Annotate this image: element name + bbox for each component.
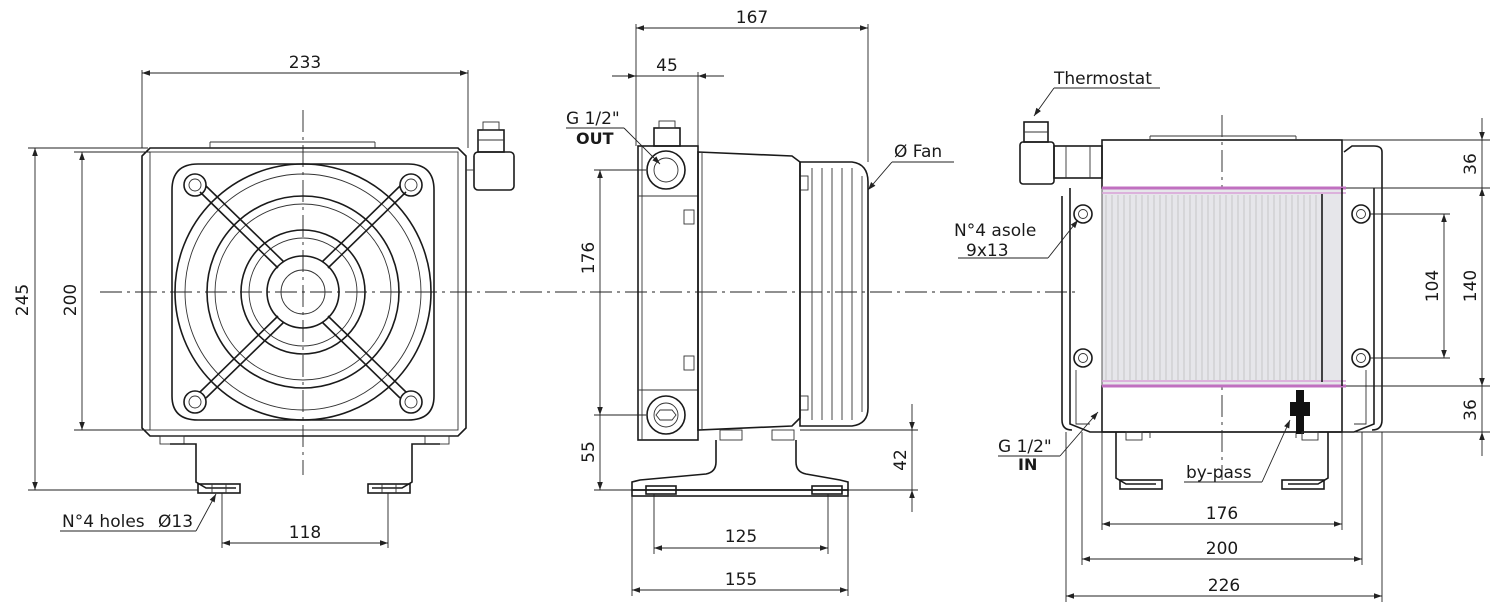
dim-side-base-width: 155 [725, 570, 757, 590]
label-holes: N°4 holes [62, 512, 145, 532]
dim-rear-core-width: 176 [1206, 504, 1238, 524]
dim-side-total-width: 167 [736, 8, 768, 28]
label-out-thread: G 1/2" [566, 109, 620, 129]
front-dimensions [28, 70, 469, 548]
dim-side-base-height: 55 [579, 441, 599, 463]
rear-dimensions [958, 87, 1490, 602]
dim-rear-frame-width: 200 [1206, 539, 1238, 559]
dim-front-width: 233 [289, 53, 321, 73]
front-view [141, 121, 515, 494]
dim-side-port-offset: 45 [656, 56, 678, 76]
dim-rear-bottom-margin: 36 [1461, 399, 1481, 421]
label-slots-size: 9x13 [966, 241, 1009, 261]
dim-rear-top-margin: 36 [1461, 153, 1481, 175]
dim-rear-total-width: 226 [1208, 576, 1240, 596]
dim-side-port-spacing: 176 [579, 242, 599, 274]
label-out: OUT [576, 129, 614, 148]
side-dimensions [566, 24, 954, 596]
label-slots: N°4 asole [954, 221, 1036, 241]
label-thermostat: Thermostat [1053, 69, 1152, 89]
rear-view [1019, 121, 1383, 490]
label-bypass: by-pass [1186, 463, 1252, 483]
label-in: IN [1018, 455, 1037, 474]
dim-rear-core-height: 140 [1461, 270, 1481, 302]
dim-rear-slot-spacing: 104 [1423, 270, 1443, 302]
dim-front-height-core: 200 [61, 284, 81, 316]
label-holes-diameter: Ø13 [158, 512, 193, 532]
side-view [631, 120, 869, 497]
dim-side-feet-spacing: 125 [725, 527, 757, 547]
dim-front-height-total: 245 [13, 284, 33, 316]
label-in-thread: G 1/2" [998, 437, 1052, 457]
dim-side-base-offset: 42 [891, 449, 911, 471]
dim-front-feet-spacing: 118 [289, 523, 321, 543]
label-fan: Ø Fan [894, 142, 942, 162]
